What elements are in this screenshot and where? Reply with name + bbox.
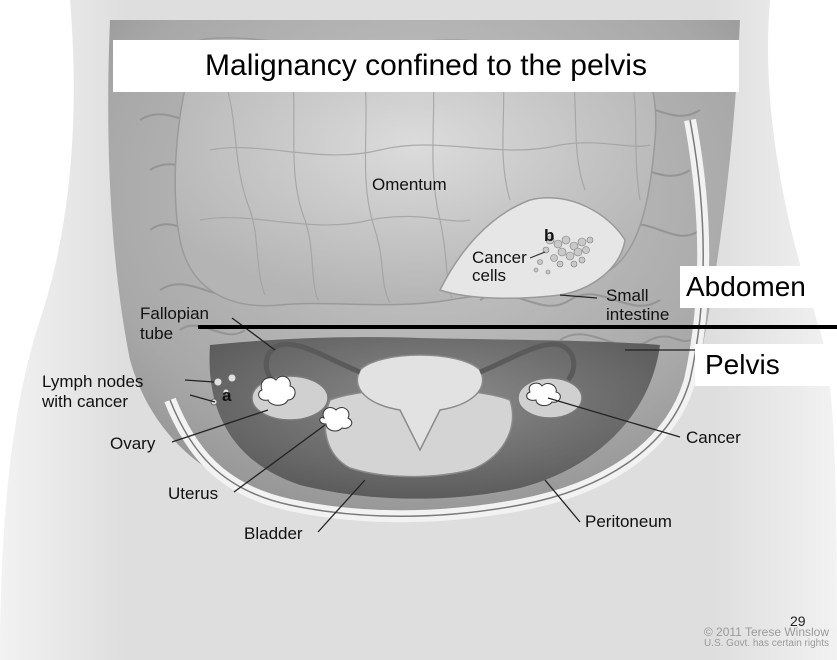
peritoneum-label: Peritoneum [585,512,672,531]
lymph-nodes-label-line1: Lymph nodes [42,372,143,391]
copyright-notice: © 2011 Terese Winslow U.S. Govt. has cer… [704,626,829,650]
omentum-label: Omentum [372,175,447,194]
fallopian-tube-label-line2: tube [140,324,173,343]
cancer-cells-label-line1: Cancer [472,248,527,267]
marker-a: a [222,386,231,405]
cancer-cells-label-line2: cells [472,266,506,285]
small-intestine-label-line1: Small [606,286,649,305]
fallopian-tube-label-line1: Fallopian [140,304,209,323]
lymph-nodes-label-line2: with cancer [42,392,128,411]
bladder-label: Bladder [244,524,303,543]
pelvis-label: Pelvis [695,344,837,386]
slide-title: Malignancy confined to the pelvis [113,40,739,92]
marker-b: b [544,226,554,245]
ovary-label: Ovary [110,434,155,453]
abdomen-label: Abdomen [680,266,836,308]
uterus-label: Uterus [168,484,218,503]
cancer-label: Cancer [686,428,741,447]
copyright-line1: © 2011 Terese Winslow [704,626,829,638]
small-intestine-label-line2: intestine [606,305,669,324]
copyright-line2: U.S. Govt. has certain rights [704,638,829,650]
